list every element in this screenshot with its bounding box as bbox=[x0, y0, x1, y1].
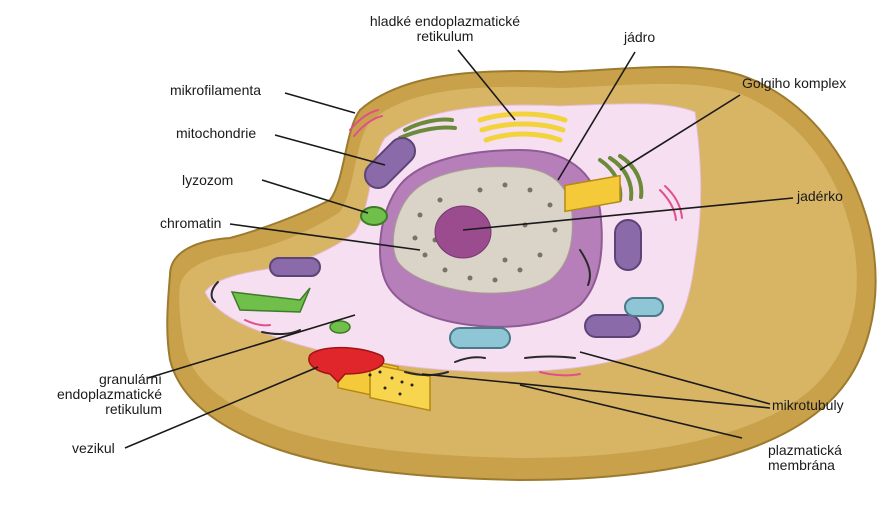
nucleolus bbox=[435, 206, 491, 258]
label-jaderko: jadérko bbox=[797, 189, 843, 204]
small-vesicle-green bbox=[330, 321, 350, 333]
mitochondrion-6 bbox=[625, 298, 663, 316]
label-mikrotubuly: mikrotubuly bbox=[772, 398, 844, 413]
label-lyzozom: lyzozom bbox=[182, 173, 233, 188]
leader-mikrofilamenta bbox=[285, 93, 355, 113]
mitochondrion-5 bbox=[450, 328, 510, 348]
label-vezikul: vezikul bbox=[72, 441, 115, 456]
label-mikrofilamenta: mikrofilamenta bbox=[170, 83, 261, 98]
label-chromatin: chromatin bbox=[160, 216, 221, 231]
label-mitochondrie: mitochondrie bbox=[176, 126, 256, 141]
label-jadro: jádro bbox=[624, 30, 655, 45]
label-hladke-er: hladké endoplazmatické retikulum bbox=[330, 14, 560, 44]
mitochondrion-3 bbox=[615, 220, 641, 270]
mitochondrion-2 bbox=[270, 258, 320, 276]
label-plazmaticka-membrana: plazmatická membrána bbox=[768, 443, 842, 473]
lysosome bbox=[361, 207, 387, 225]
label-granularni-er: granulární endoplazmatické retikulum bbox=[12, 372, 162, 417]
mitochondrion-4 bbox=[585, 315, 640, 337]
label-golgi: Golgiho komplex bbox=[742, 76, 846, 91]
